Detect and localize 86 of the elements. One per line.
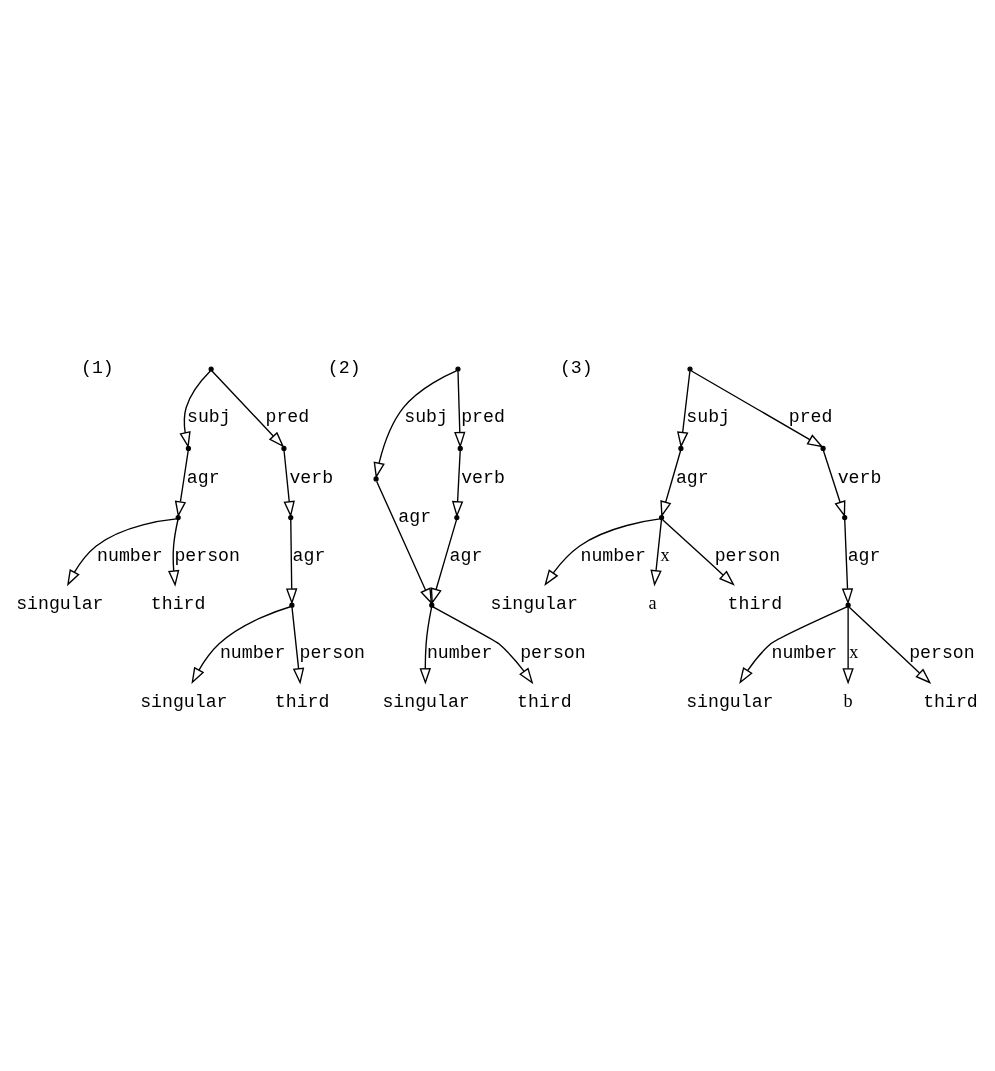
edge-label: person (714, 545, 781, 566)
arrow (690, 369, 824, 448)
arrow (291, 606, 305, 685)
arrow (650, 518, 663, 586)
node-circle (429, 602, 435, 608)
node-circle (288, 514, 294, 520)
edge-label: person (909, 642, 975, 663)
arrow (841, 518, 854, 605)
node-text: third (727, 593, 783, 614)
edge-label: number (580, 545, 646, 566)
node-text: third (517, 691, 572, 712)
arrow (848, 606, 932, 684)
arrow (283, 449, 295, 517)
edge-label: subj (187, 406, 231, 427)
node-circle (455, 365, 461, 372)
edge-label: verb (461, 467, 505, 488)
edge-label: pred (461, 406, 505, 427)
node-circle (457, 445, 463, 451)
arrow (660, 449, 682, 517)
edge-label: agr (847, 545, 881, 566)
edge-label: person (174, 545, 240, 566)
node-text: singular (140, 691, 228, 712)
edge-label: number (97, 545, 163, 566)
arrow (67, 517, 178, 586)
node-circle (185, 445, 191, 451)
edge-label: agr (449, 545, 483, 566)
arrow (842, 606, 854, 685)
node-circle (373, 475, 379, 481)
edge-label: agr (675, 467, 709, 488)
arrow (191, 605, 291, 684)
edge-label: number (771, 642, 838, 663)
edge-label: person (520, 642, 586, 663)
node-circle (687, 365, 693, 372)
arrow (179, 369, 211, 448)
edge-label: verb (289, 467, 334, 488)
arrow (376, 480, 433, 605)
node-circle (175, 514, 181, 520)
node-circle (281, 445, 287, 451)
edge-label: subj (404, 406, 448, 427)
node-text: third (150, 593, 206, 614)
node-text: a (648, 592, 657, 613)
node-circle (842, 514, 848, 520)
edge-label: number (426, 642, 493, 663)
edge-label: agr (186, 467, 220, 488)
label: (3) (559, 357, 593, 378)
edge-label: verb (837, 467, 882, 488)
edge-label: agr (398, 506, 432, 527)
arrow (174, 449, 189, 517)
edge-label: subj (686, 406, 731, 427)
arrow (544, 517, 661, 586)
edge-label: x (660, 544, 670, 565)
node-text: singular (686, 691, 774, 712)
node-text: singular (382, 691, 470, 712)
arrow (739, 605, 848, 684)
edge-label: number (219, 642, 286, 663)
node-circle (208, 365, 214, 372)
node-circle (658, 514, 665, 520)
arrow (677, 370, 691, 448)
node-circle (678, 445, 684, 451)
node-circle (454, 514, 460, 520)
edge-label: pred (265, 406, 310, 427)
edge-label: x (849, 641, 859, 662)
arrow (373, 369, 458, 479)
node-text: singular (490, 593, 578, 614)
node-circle (845, 602, 851, 608)
arrow (661, 518, 735, 586)
label: (1) (81, 357, 114, 378)
arrow (432, 605, 534, 684)
arrow (168, 518, 180, 587)
arrow (430, 518, 458, 605)
node-text: third (923, 691, 978, 712)
arrow (211, 369, 285, 448)
arrow (451, 449, 464, 517)
node-text: third (274, 691, 330, 712)
arrow (822, 449, 846, 517)
node-text: singular (16, 593, 104, 614)
node-text: b (843, 690, 853, 711)
arrow (285, 518, 298, 605)
edge-label: person (299, 642, 366, 663)
node-circle (289, 602, 295, 608)
arrow (419, 606, 433, 685)
edge-label: pred (788, 406, 833, 427)
edge-label: agr (292, 545, 326, 566)
node-circle (820, 445, 826, 451)
arrow (454, 370, 466, 448)
label: (2) (327, 357, 361, 378)
